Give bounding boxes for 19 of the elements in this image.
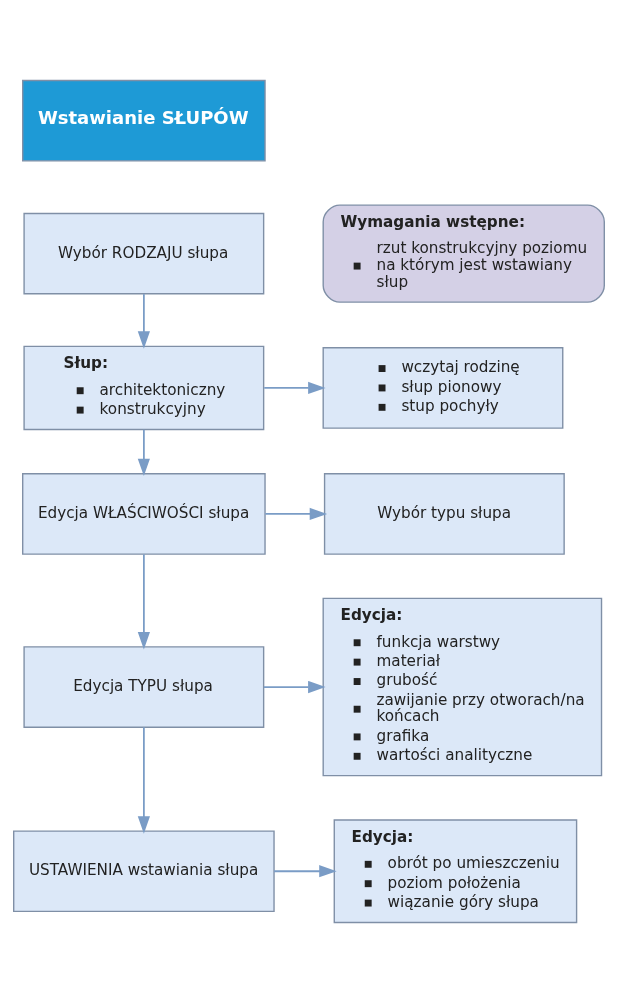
- arrow: [137, 553, 150, 650]
- node-box: Słup: architektoniczny konstrukcyjny: [23, 345, 265, 431]
- node-box: wczytaj rodzinę słup pionowy stup pochyły: [322, 347, 564, 429]
- node-box: Wstawianie SŁUPÓW: [22, 79, 266, 162]
- node-box: Wybór RODZAJU słupa: [23, 212, 265, 295]
- arrow: [263, 381, 326, 395]
- node-box: Edycja: funkcja warstwy materiał grubość zawijanie przy otworach/na końcach grafika wartości analityczne: [322, 597, 603, 777]
- arrow: [137, 428, 150, 477]
- node-box: Wymagania wstępne: rzut konstrukcyjny poziomu na którym jest wstawiany słup: [322, 204, 605, 303]
- node-box: Edycja TYPU słupa: [23, 646, 265, 728]
- arrow: [137, 293, 150, 349]
- node-box: USTAWIENIA wstawiania słupa: [13, 830, 275, 913]
- arrow: [264, 507, 328, 521]
- node-box: Edycja WŁAŚCIWOŚCI słupa: [22, 473, 266, 555]
- arrow: [273, 865, 337, 878]
- node-box: Edycja: obrót po umieszczeniu poziom położenia wiązanie góry słupa: [333, 819, 578, 924]
- arrow: [263, 680, 326, 694]
- node-box: Wybór typu słupa: [323, 473, 565, 555]
- arrow: [137, 726, 150, 834]
